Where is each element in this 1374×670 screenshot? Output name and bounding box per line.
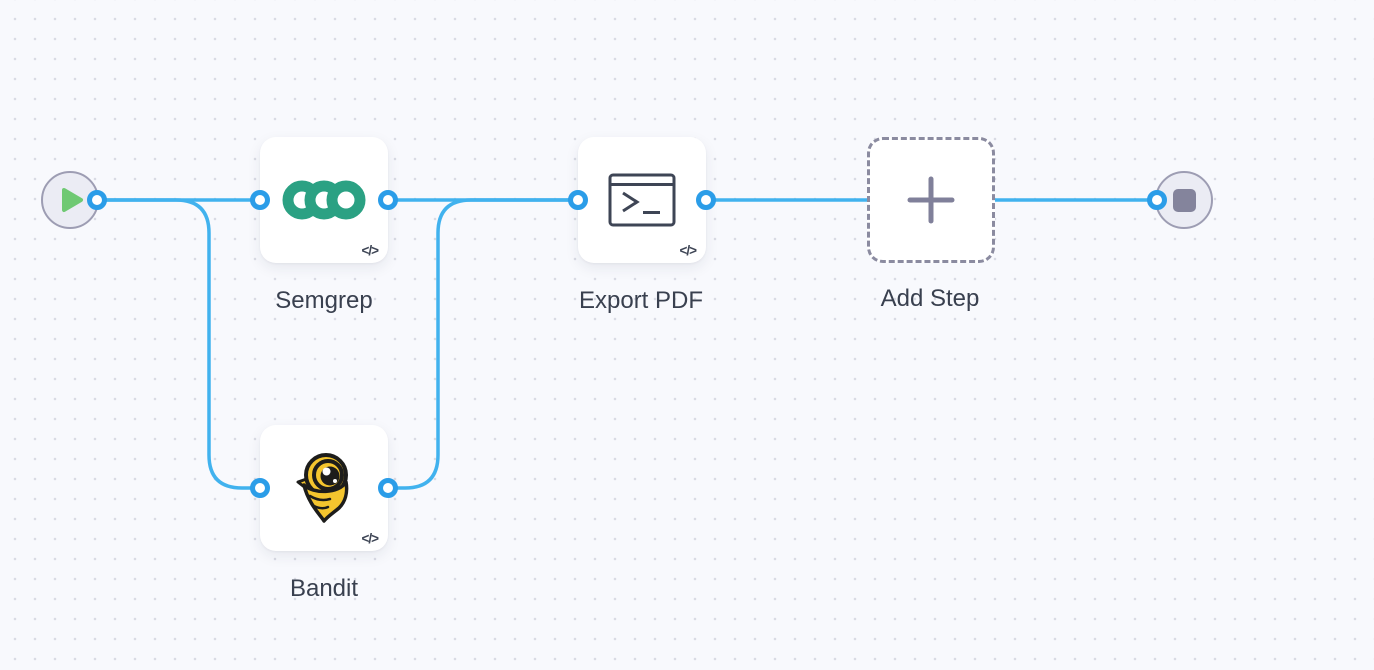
terminal-icon [608, 173, 676, 227]
node-label-add-step: Add Step [880, 285, 980, 312]
edge-bandit-to-export-pdf[interactable] [386, 198, 580, 490]
node-add-step[interactable] [867, 137, 995, 263]
edge-start-to-bandit[interactable] [95, 198, 262, 490]
port-bandit-in[interactable] [250, 478, 270, 498]
semgrep-logo-icon [282, 180, 366, 220]
code-badge: </> [361, 243, 379, 258]
node-export-pdf[interactable]: </> [578, 137, 706, 263]
port-semgrep-out[interactable] [378, 190, 398, 210]
stop-icon [1172, 188, 1196, 212]
node-label-bandit: Bandit [289, 575, 359, 602]
port-semgrep-in[interactable] [250, 190, 270, 210]
node-label-export-pdf: Export PDF [578, 287, 704, 314]
node-label-semgrep: Semgrep [275, 287, 373, 314]
port-export-pdf-out[interactable] [696, 190, 716, 210]
bandit-logo-icon [296, 453, 349, 523]
code-badge: </> [679, 243, 697, 258]
port-end-in[interactable] [1147, 190, 1167, 210]
port-bandit-out[interactable] [378, 478, 398, 498]
port-start-out[interactable] [87, 190, 107, 210]
node-semgrep[interactable]: </> [260, 137, 388, 263]
code-badge: </> [361, 531, 379, 546]
node-bandit[interactable]: </> [260, 425, 388, 551]
play-icon [61, 188, 83, 212]
port-export-pdf-in[interactable] [568, 190, 588, 210]
plus-icon [907, 176, 955, 224]
